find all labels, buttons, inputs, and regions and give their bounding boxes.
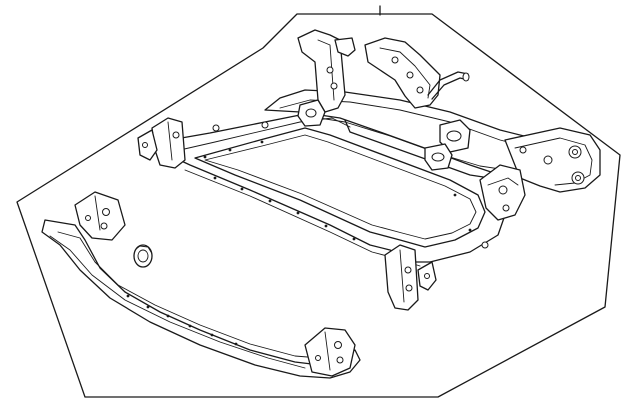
- boundary-frame: [16, 13, 621, 398]
- rear-crossmember-brace: [41, 191, 361, 379]
- bushing: [133, 244, 153, 268]
- front-crossmember-subframe: [137, 29, 601, 311]
